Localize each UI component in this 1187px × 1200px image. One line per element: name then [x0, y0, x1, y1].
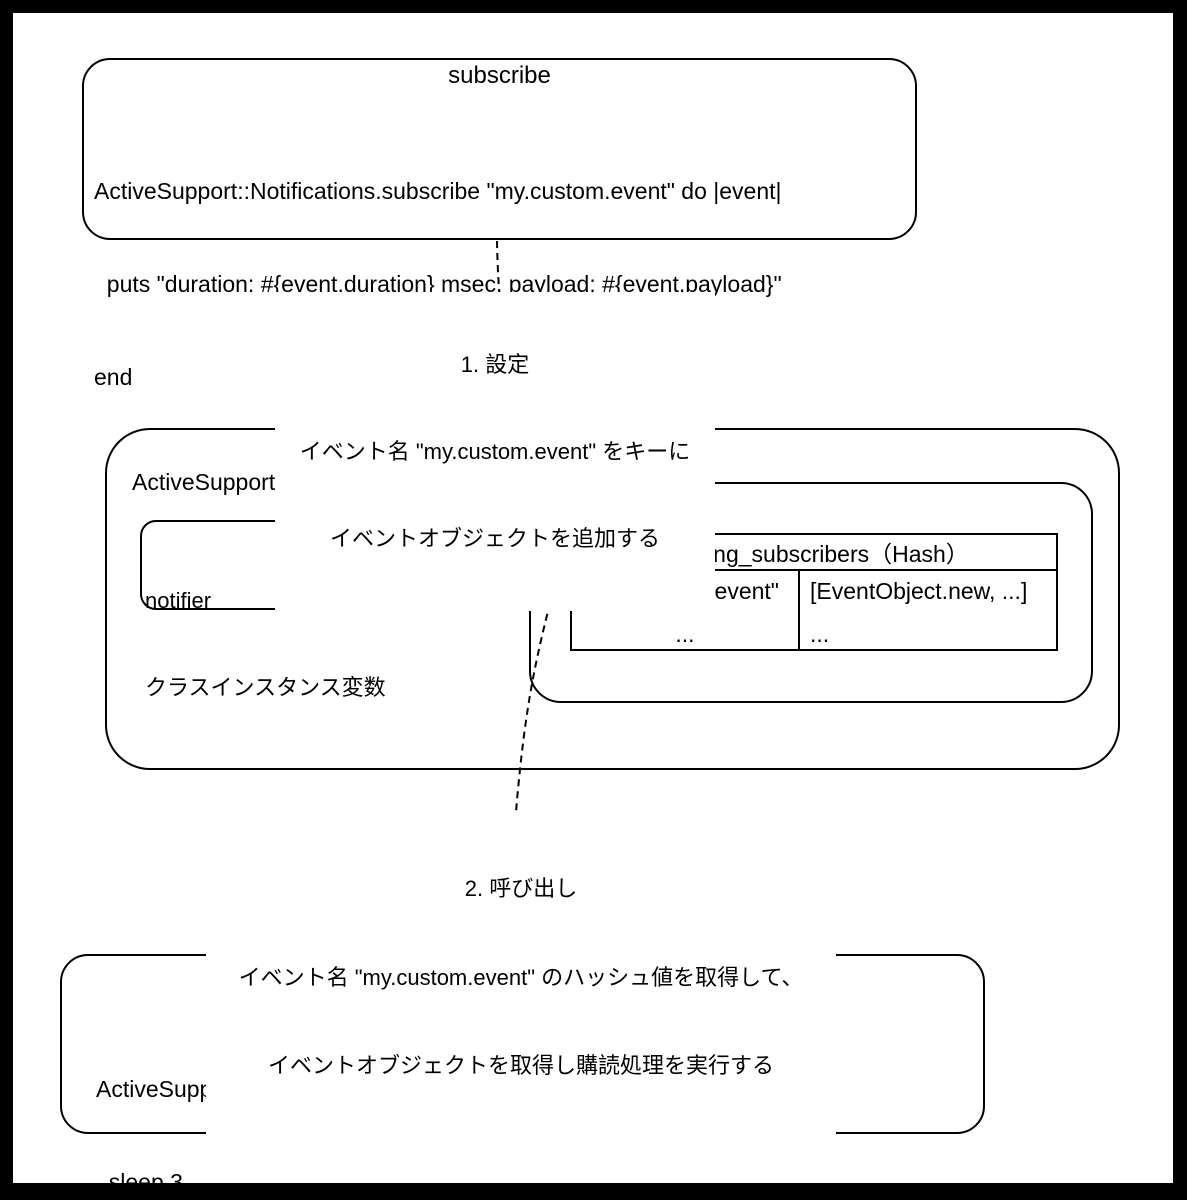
step1-label: 1. 設定 イベント名 "my.custom.event" をキーに イベントオ… [275, 292, 715, 611]
step1-line-3: イベントオブジェクトを追加する [329, 526, 660, 551]
subscribe-code-line-1: ActiveSupport::Notifications.subscribe "… [94, 178, 782, 204]
notifier-line-1: notifier [145, 588, 212, 613]
subscribe-box [82, 58, 917, 240]
instrument-code-line-2: sleep 3 [96, 1169, 183, 1195]
step2-line-2: イベント名 "my.custom.event" のハッシュ値を取得して、 [238, 964, 804, 990]
notifier-box-text: notifier クラスインスタンス変数 [145, 528, 386, 760]
table-value-row-2: ... [810, 621, 830, 647]
subscribe-box-title: subscribe [448, 62, 551, 89]
table-key-row-2: ... [675, 621, 695, 647]
subscribe-code-line-3: end [94, 364, 133, 390]
step2-line-3: イベントオブジェクトを取得し購読処理を実行する [267, 1053, 774, 1078]
step1-line-1: 1. 設定 [460, 352, 530, 377]
notifier-line-2: クラスインスタンス変数 [145, 675, 386, 700]
step2-line-1: 2. 呼び出し [464, 876, 578, 901]
step1-line-2: イベント名 "my.custom.event" をキーに [299, 439, 691, 464]
subscribe-code: ActiveSupport::Notifications.subscribe "… [94, 114, 782, 455]
table-value-column: [EventObject.new, ...] ... [800, 571, 1056, 649]
table-value-row-1: [EventObject.new, ...] [810, 578, 1028, 604]
step2-label: 2. 呼び出し イベント名 "my.custom.event" のハッシュ値を取… [206, 815, 836, 1140]
